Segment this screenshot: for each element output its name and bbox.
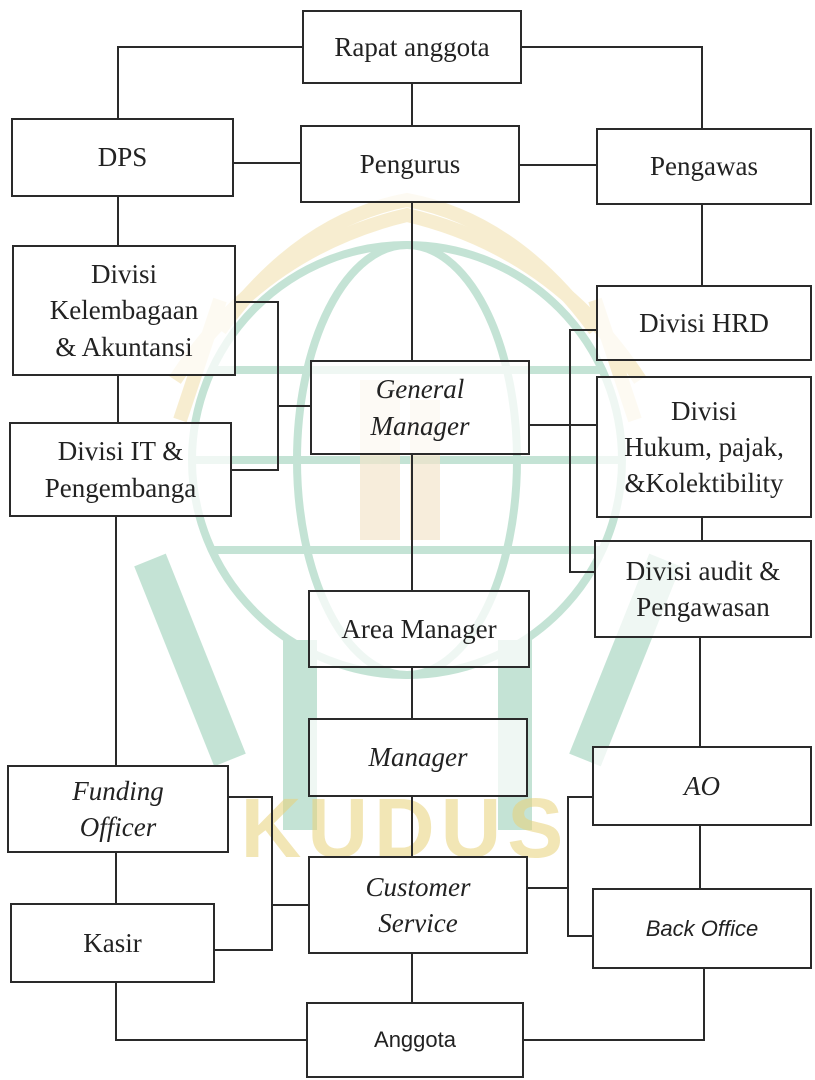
node-kasir: Kasir — [10, 903, 215, 983]
node-pengawas: Pengawas — [596, 128, 812, 205]
node-divisi-it: Divisi IT & Pengembanga — [9, 422, 232, 517]
connector-rapat-pengawas — [522, 46, 703, 128]
node-divisi-hrd: Divisi HRD — [596, 285, 812, 361]
connector-backoffice-anggota — [524, 969, 705, 1041]
node-ao: AO — [592, 746, 812, 826]
node-back-office: Back Office — [592, 888, 812, 969]
node-manager: Manager — [308, 718, 528, 797]
connector-left-bottom-bracket — [215, 796, 273, 951]
node-divisi-hukum: Divisi Hukum, pajak, &Kolektibility — [596, 376, 812, 518]
node-customer-service: Customer Service — [308, 856, 528, 954]
node-pengurus: Pengurus — [300, 125, 520, 203]
node-divisi-audit: Divisi audit & Pengawasan — [594, 540, 812, 638]
connector-right-bottom-bracket — [567, 796, 592, 937]
node-divisi-kelembagaan: Divisi Kelembagaan & Akuntansi — [12, 245, 236, 376]
connector-rapat-dps — [117, 46, 302, 118]
connector-kasir-anggota — [115, 983, 306, 1041]
connector-left-bracket — [232, 301, 279, 471]
node-rapat-anggota: Rapat anggota — [302, 10, 522, 84]
node-funding-officer: Funding Officer — [7, 765, 229, 853]
node-anggota: Anggota — [306, 1002, 524, 1078]
node-area-manager: Area Manager — [308, 590, 530, 668]
connector-right-bracket — [569, 329, 596, 573]
node-dps: DPS — [11, 118, 234, 197]
node-general-manager: General Manager — [310, 360, 530, 455]
